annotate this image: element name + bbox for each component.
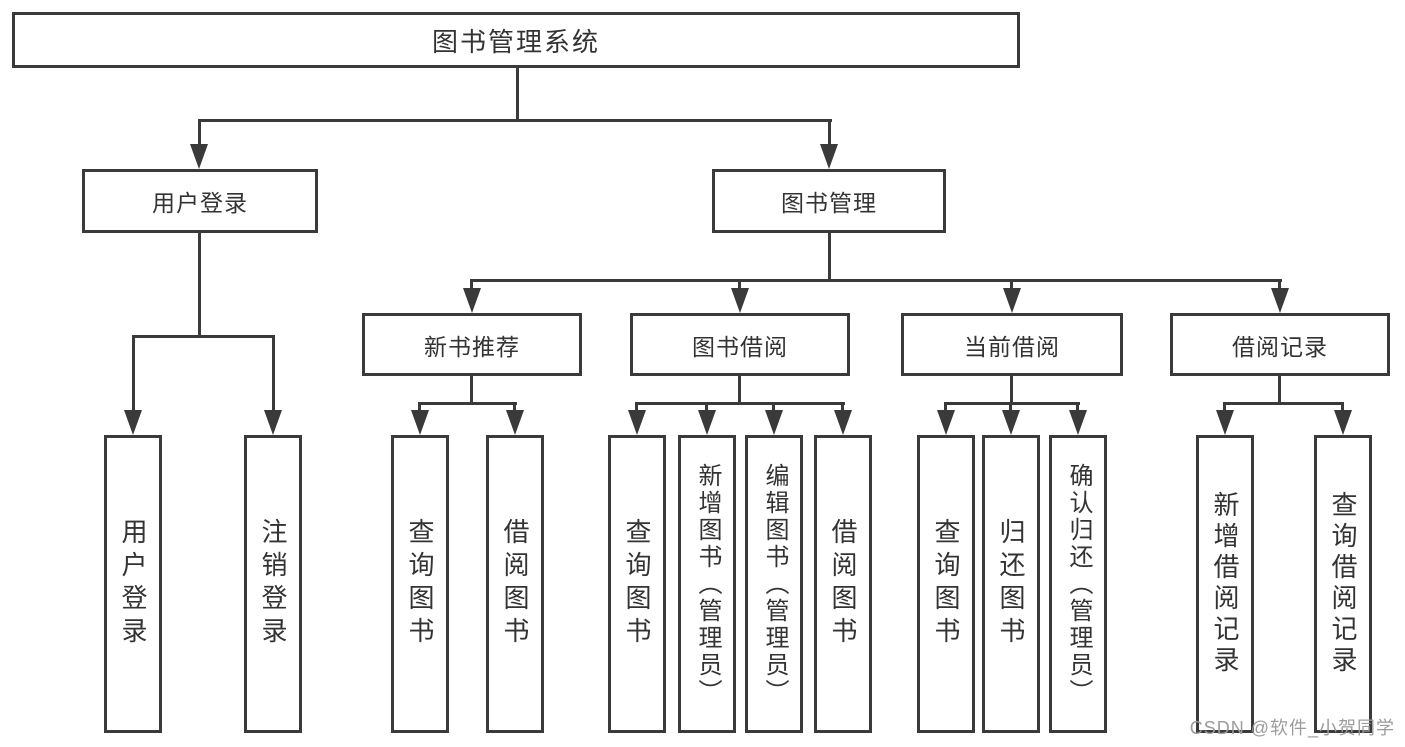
connector-root-stem [516,68,519,120]
node-label: 用户登录 [152,190,248,216]
arrow-down-icon [124,410,142,435]
connector-drop [1076,402,1079,412]
arrow-down-icon [765,410,783,435]
connector-drop [738,279,741,290]
arrow-down-icon [190,144,208,169]
leaf-user-login: 用户登录 [104,435,162,733]
leaf-return-book: 归还图书 [982,435,1040,733]
node-user-login: 用户登录 [82,169,318,233]
connector-drop [1278,279,1281,290]
leaf-add-book-admin: 新增图书（管理员） [678,435,736,733]
leaf-add-borrow-record: 新增借阅记录 [1196,435,1254,733]
connector-bar [944,402,1080,405]
leaf-label: 编辑图书（管理员） [761,462,788,706]
connector-drop [1341,402,1344,412]
connector-drop [470,279,473,290]
leaf-logout: 注销登录 [244,435,302,733]
arrow-down-icon [1271,288,1289,313]
leaf-label: 归还图书 [996,518,1026,650]
leaf-label: 确认归还（管理员） [1065,462,1092,706]
arrow-down-icon [731,288,749,313]
leaf-borrow-books: 借阅图书 [814,435,872,733]
leaf-label: 新增借阅记录 [1210,491,1240,677]
node-label: 图书借阅 [692,333,788,360]
leaf-query-books-borrow: 查询图书 [608,435,666,733]
connector-drop [418,402,421,412]
connector-drop [1009,402,1012,412]
node-root-system: 图书管理系统 [12,12,1020,68]
connector-stem [198,233,201,336]
connector-bar [636,402,845,405]
arrow-down-icon [834,410,852,435]
arrow-down-icon [264,410,282,435]
arrow-down-icon [820,144,838,169]
leaf-label: 注销登录 [258,518,288,650]
leaf-label: 查询图书 [405,518,435,650]
arrow-down-icon [1003,288,1021,313]
leaf-label: 新增图书（管理员） [694,462,721,706]
connector-drop [198,119,201,147]
node-label: 图书管理系统 [431,26,600,57]
arrow-down-icon [698,410,716,435]
connector-drop [513,402,516,412]
arrow-down-icon [937,410,955,435]
leaf-borrow-books-recommend: 借阅图书 [486,435,544,733]
connector-drop [705,402,708,412]
connector-drop [635,402,638,412]
connector-stem [1278,376,1281,404]
leaf-edit-book-admin: 编辑图书（管理员） [745,435,803,733]
connector-root-bar [198,119,832,122]
connector-bar [418,402,517,405]
node-book-management: 图书管理 [712,169,946,233]
leaf-query-books-current: 查询图书 [917,435,975,733]
leaf-label: 借阅图书 [828,518,858,650]
leaf-label: 查询图书 [931,518,961,650]
connector-drop [1010,279,1013,290]
arrow-down-icon [1334,410,1352,435]
node-label: 借阅记录 [1232,333,1328,360]
connector-drop [272,335,275,412]
arrow-down-icon [506,410,524,435]
node-current-borrow: 当前借阅 [901,313,1123,376]
arrow-down-icon [1216,410,1234,435]
arrow-down-icon [1002,410,1020,435]
leaf-query-borrow-record: 查询借阅记录 [1314,435,1372,733]
arrow-down-icon [628,410,646,435]
connector-drop [841,402,844,412]
leaf-label: 查询借阅记录 [1328,491,1358,677]
leaf-label: 查询图书 [622,518,652,650]
leaf-label: 用户登录 [118,518,148,650]
connector-drop [1223,402,1226,412]
leaf-confirm-return-admin: 确认归还（管理员） [1049,435,1107,733]
connector-stem [828,233,831,281]
connector-bar [1223,402,1344,405]
node-label: 当前借阅 [964,333,1060,360]
node-borrow-records: 借阅记录 [1170,313,1390,376]
node-new-book-recommend: 新书推荐 [362,313,582,376]
node-book-borrow: 图书借阅 [630,313,850,376]
connector-drop [944,402,947,412]
connector-drop [132,335,135,412]
connector-stem [470,376,473,404]
arrow-down-icon [463,288,481,313]
connector-stem [738,376,741,404]
connector-bar [470,279,1282,282]
connector-bar [132,335,274,338]
node-label: 图书管理 [781,190,877,216]
connector-drop [828,119,831,147]
connector-stem [1010,376,1013,404]
connector-drop [772,402,775,412]
leaf-label: 借阅图书 [500,518,530,650]
csdn-watermark: CSDN @软件_小贺同学 [1189,718,1395,738]
node-label: 新书推荐 [424,333,520,360]
arrow-down-icon [411,410,429,435]
leaf-query-books-recommend: 查询图书 [391,435,449,733]
arrow-down-icon [1069,410,1087,435]
